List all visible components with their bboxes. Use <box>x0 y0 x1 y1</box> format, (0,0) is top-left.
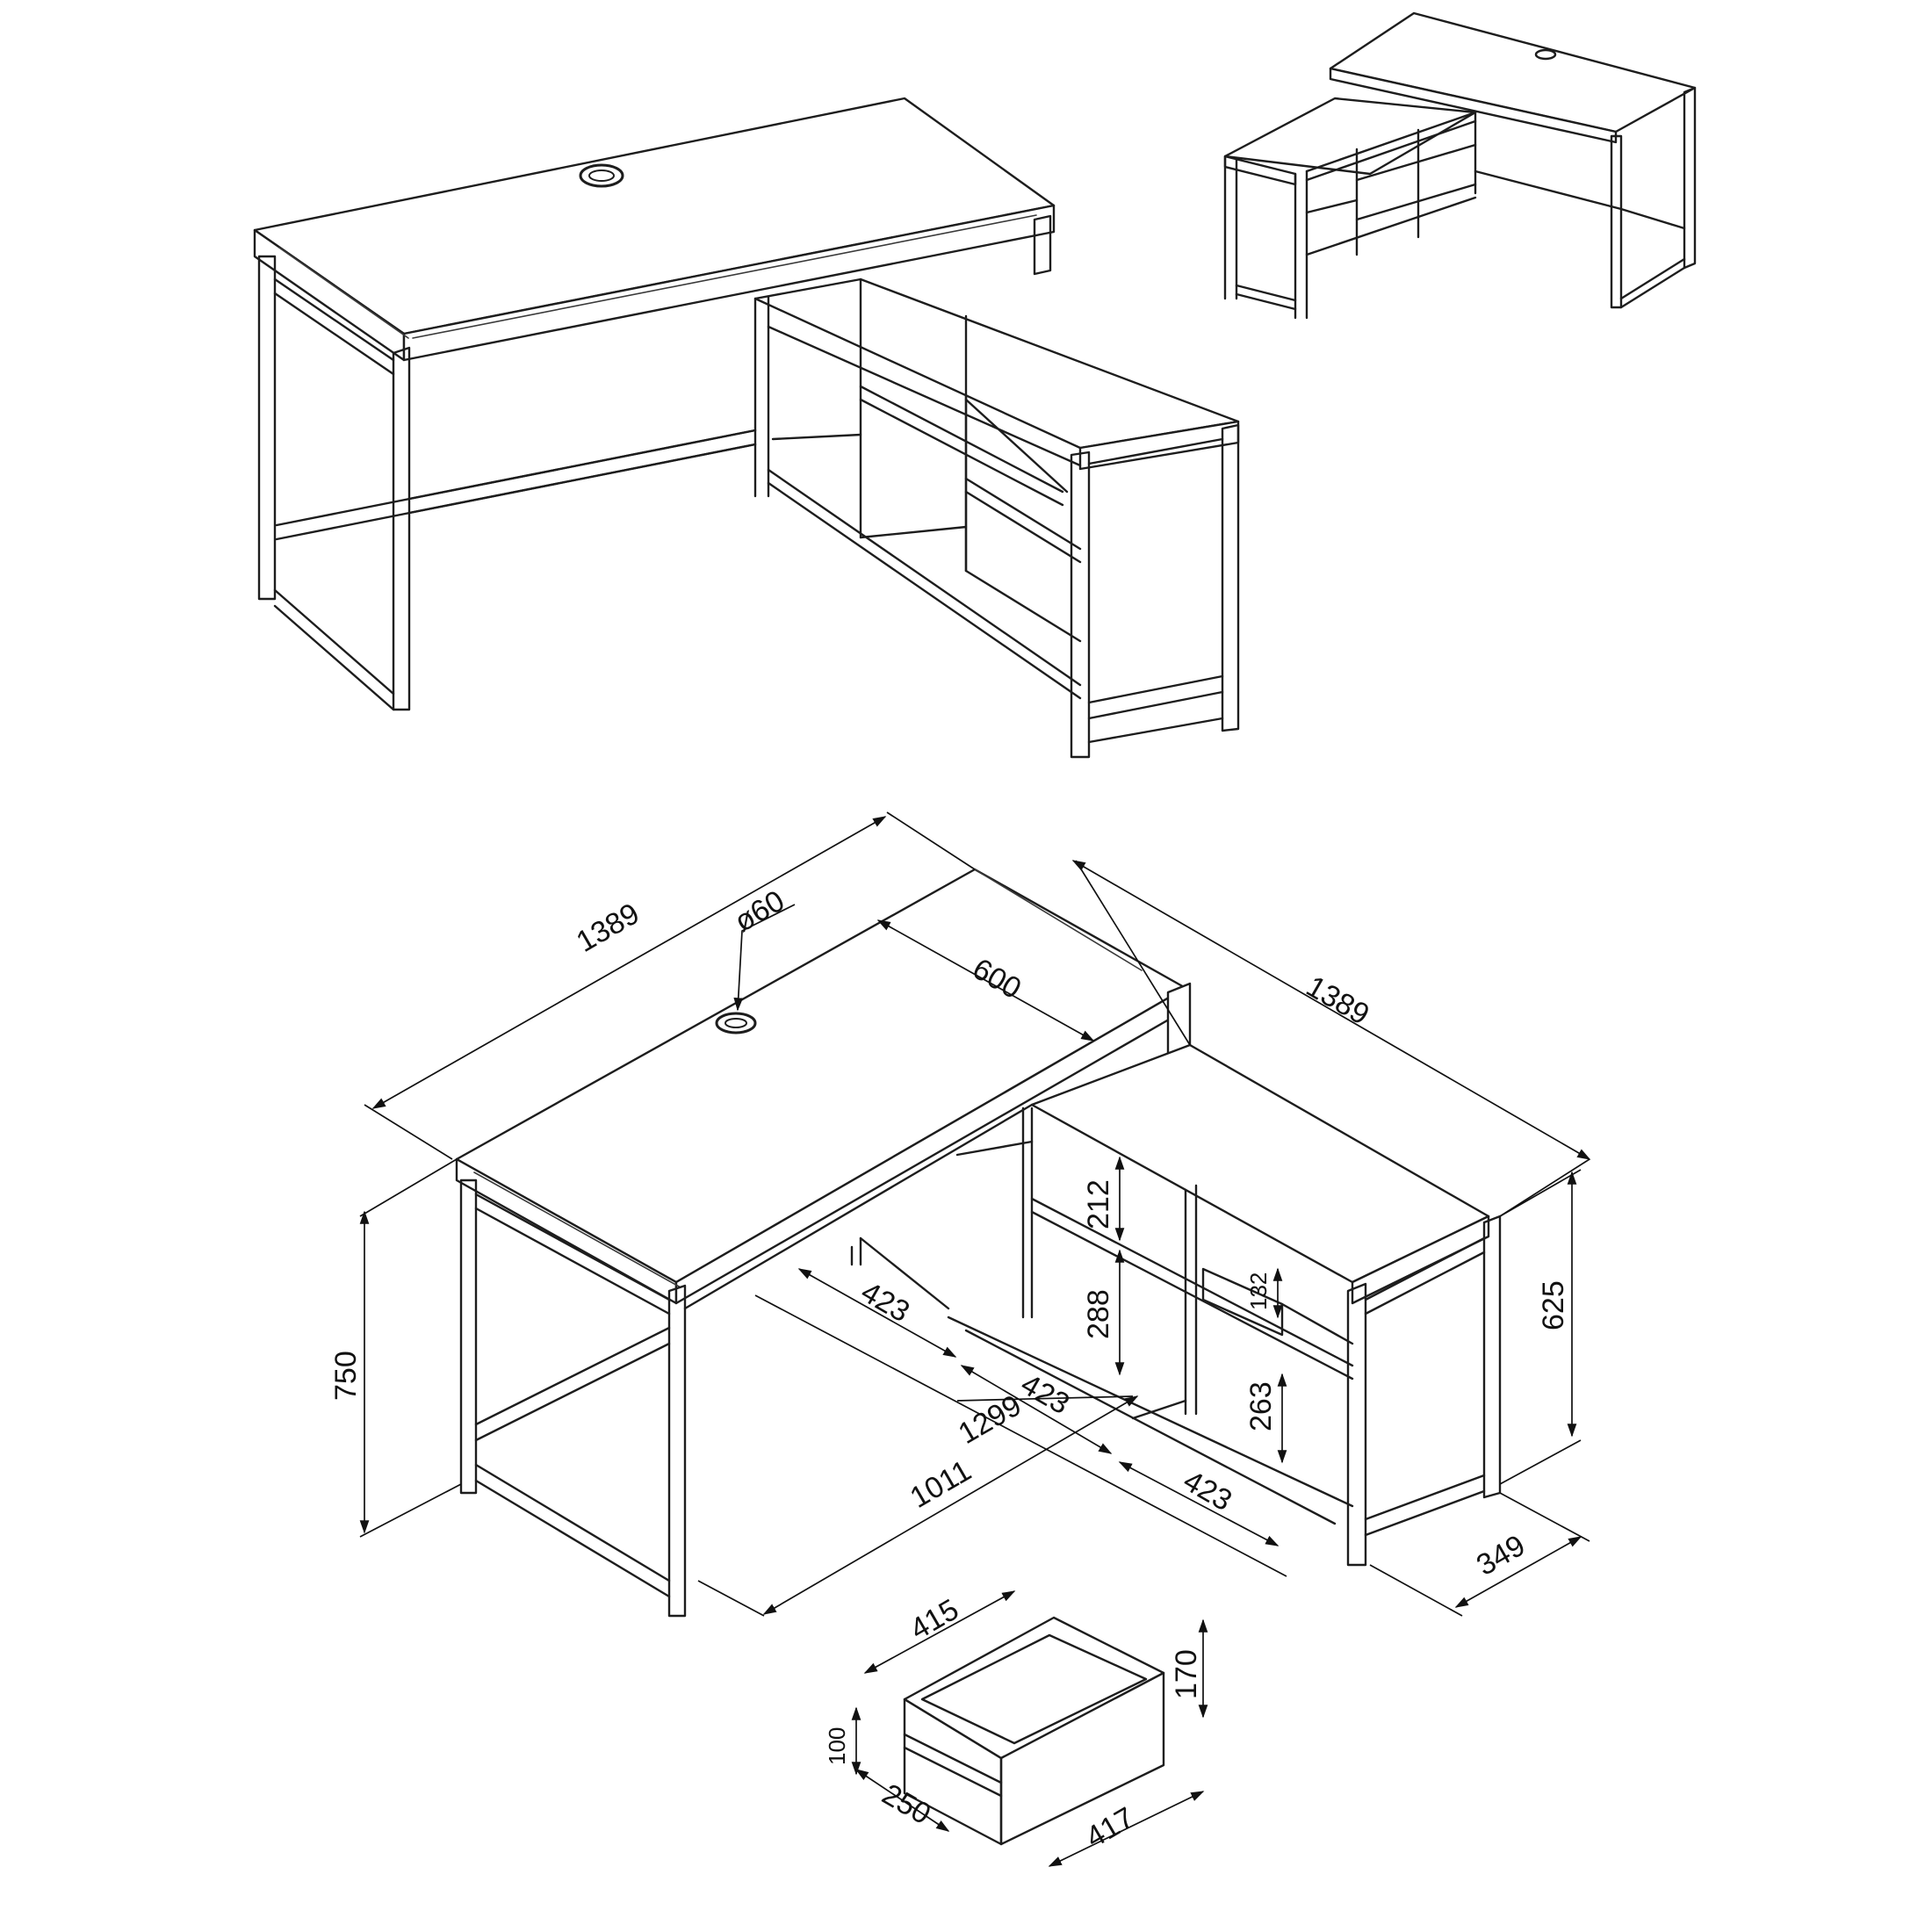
grommet-icon <box>715 1012 757 1034</box>
dim-desk-width: 1389 <box>571 897 645 959</box>
dim-unit-length: 1389 <box>1301 970 1375 1032</box>
dim-base-length: 1011 <box>905 1453 977 1514</box>
drawer-height: 170 <box>1170 1649 1203 1699</box>
dim-compartment-3: 423 <box>1178 1464 1237 1517</box>
grommet-icon <box>1534 48 1557 61</box>
dim-unit-depth: 349 <box>1471 1529 1531 1582</box>
dim-shelf-263: 263 <box>1244 1381 1278 1431</box>
dim-shelf-288: 288 <box>1082 1289 1115 1339</box>
dim-compartment-1: 423 <box>855 1275 915 1329</box>
drawer-width: 415 <box>905 1593 964 1647</box>
dim-grommet-diameter: ø60 <box>729 884 790 939</box>
dimensioned-assembly: 1389 ø60 600 1389 750 625 212 288 132 <box>329 811 1591 1618</box>
dim-shelf-212: 212 <box>1082 1179 1115 1229</box>
drawer-depth: 250 <box>876 1777 936 1831</box>
dim-unit-height: 625 <box>1537 1280 1570 1330</box>
drawer-detail: 415 170 100 250 417 <box>824 1590 1208 1867</box>
drawer-side-height: 100 <box>824 1727 850 1765</box>
perspective-view-main <box>253 97 1240 759</box>
dim-drawer-front-132: 132 <box>1245 1272 1272 1310</box>
grommet-icon <box>579 163 624 188</box>
dim-desk-height: 750 <box>329 1351 363 1401</box>
perspective-view-small <box>1223 11 1697 320</box>
